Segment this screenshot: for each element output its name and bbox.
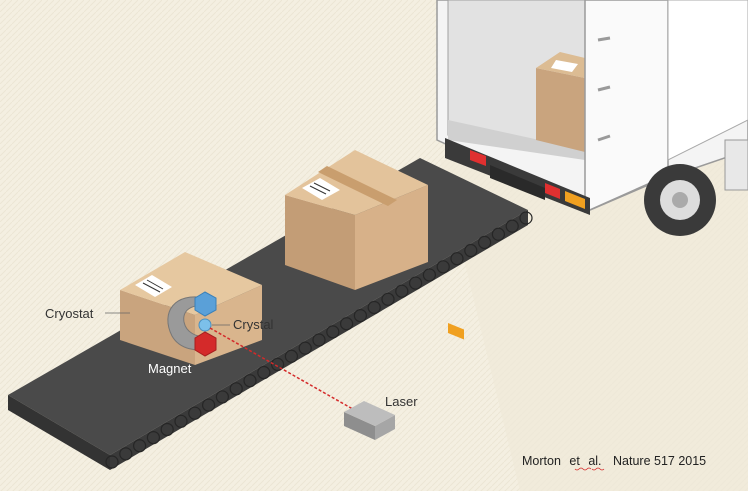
truck-side <box>667 0 748 161</box>
truck-light <box>448 323 464 340</box>
belt-roller <box>478 235 492 249</box>
laser-top <box>344 401 395 426</box>
belt-roller <box>353 309 367 323</box>
belt-roller <box>298 341 312 355</box>
belt-roller <box>464 243 478 258</box>
citation-author: Morton <box>522 454 561 468</box>
belt-roller <box>450 252 464 266</box>
belt-roller <box>119 447 133 461</box>
box-label-lines <box>309 185 327 195</box>
belt-roller <box>229 382 243 396</box>
box-tape <box>318 166 397 206</box>
belt-roller <box>284 349 298 363</box>
belt-roller <box>505 219 519 233</box>
magnet-pole-top-icon <box>194 291 217 317</box>
laser-label: Laser <box>385 394 418 409</box>
crystal-label: Crystal <box>233 317 274 332</box>
belt-roller <box>257 365 271 380</box>
belt-roller <box>409 276 423 290</box>
truck-door-rib <box>597 36 611 42</box>
box-label <box>302 178 340 200</box>
box-top <box>120 252 262 315</box>
belt-roller <box>326 325 340 339</box>
floor-shadow <box>440 160 748 491</box>
truck-underside <box>490 165 545 200</box>
belt-roller <box>243 374 257 388</box>
belt-rollers <box>105 211 533 469</box>
belt-roller <box>519 211 533 225</box>
magnet-label: Magnet <box>148 361 192 376</box>
box-front <box>285 195 355 290</box>
truck-light-red <box>545 183 560 199</box>
belt-roller <box>160 422 174 437</box>
belt-roller <box>202 398 216 412</box>
cardboard-box-back <box>285 150 428 290</box>
belt-roller <box>491 227 505 241</box>
belt-side <box>8 395 110 470</box>
box-label-lines <box>313 182 331 192</box>
belt-roller <box>271 357 285 371</box>
citation-et: et <box>569 454 580 468</box>
belt-roller <box>436 260 450 274</box>
belt-roller <box>422 268 436 282</box>
belt-roller <box>133 439 147 453</box>
box-label-lines <box>146 279 164 290</box>
truck <box>436 0 748 340</box>
laser-beam <box>209 327 359 413</box>
truck-box-label <box>551 60 578 72</box>
truck-light-amber <box>565 191 585 209</box>
cryostat-device <box>167 291 217 357</box>
cryostat-label: Cryostat <box>45 306 94 321</box>
truck-box-front <box>536 68 585 152</box>
belt-roller <box>367 300 381 315</box>
truck-wheel-center <box>672 192 688 208</box>
citation-journal: Nature 517 2015 <box>613 454 706 468</box>
crystal-icon <box>198 318 212 332</box>
magnet-pole-bottom-icon <box>194 331 217 357</box>
belt-roller <box>312 333 326 347</box>
belt-roller <box>215 390 229 404</box>
spellcheck-underline <box>574 467 605 471</box>
citation-al: al. <box>588 454 601 468</box>
box-label <box>135 275 172 297</box>
truck-rail <box>724 139 748 191</box>
truck-light-red <box>470 150 486 166</box>
belt-roller <box>395 284 409 298</box>
belt-roller <box>188 406 202 420</box>
citation: Morton et al. Nature 517 2015 <box>522 454 706 468</box>
belt-roller <box>146 431 160 445</box>
box-side <box>355 185 428 290</box>
belt-roller <box>340 317 354 331</box>
belt-roller <box>105 455 119 469</box>
truck-door-rib <box>597 134 611 142</box>
laser-side <box>375 415 395 440</box>
laser-device <box>344 401 395 440</box>
laser-front <box>344 412 375 440</box>
belt-roller <box>381 292 395 306</box>
truck-door-rib <box>597 85 611 92</box>
box-label-lines <box>142 282 161 293</box>
truck-interior-floor <box>448 120 585 160</box>
belt-roller <box>174 414 188 428</box>
